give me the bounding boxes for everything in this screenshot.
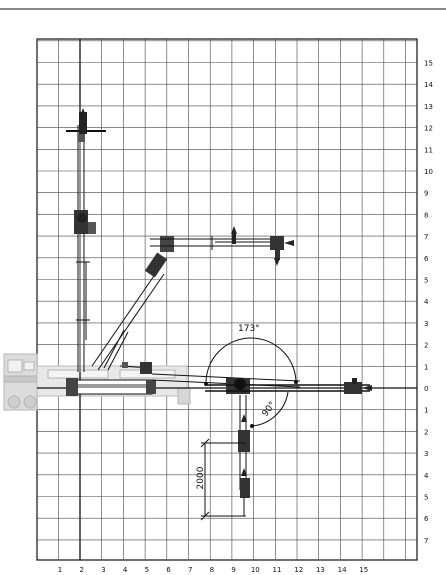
y-tick-label: 5: [424, 277, 428, 285]
y-tick-label: 3: [424, 450, 428, 458]
y-tick-label: 4: [424, 472, 429, 480]
x-tick-label: 6: [166, 566, 171, 574]
y-tick-label: 15: [424, 60, 433, 68]
y-tick-label: 1: [424, 407, 428, 415]
y-tick-label: 13: [424, 103, 433, 111]
dimension-label-2000: 2000: [196, 466, 206, 489]
x-tick-label: 15: [359, 566, 368, 574]
y-tick-label: 5: [424, 494, 428, 502]
boom-vertical: [66, 108, 106, 372]
x-tick-label: 2: [79, 566, 83, 574]
x-tick-label: 10: [251, 566, 260, 574]
angle-label-173: 173°: [238, 324, 260, 334]
y-tick-label: 12: [424, 125, 433, 133]
y-tick-label: 2: [424, 428, 428, 436]
y-tick-label: 7: [424, 233, 428, 241]
y-tick-label: 3: [424, 320, 428, 328]
grid-frame: [36, 38, 418, 561]
x-tick-label: 4: [123, 566, 128, 574]
x-tick-label: 5: [145, 566, 149, 574]
x-tick-label: 14: [338, 566, 347, 574]
x-tick-label: 9: [231, 566, 235, 574]
crane-drawing: [66, 108, 372, 521]
y-tick-label: 10: [424, 168, 433, 176]
boom-inclined: [91, 226, 294, 371]
y-tick-label: 0: [424, 385, 428, 393]
y-tick-label: 7: [424, 537, 428, 545]
dimension-offset: [200, 438, 246, 521]
boom-horizontal: [119, 362, 372, 394]
x-tick-label: 12: [294, 566, 303, 574]
x-tick-label: 8: [210, 566, 214, 574]
x-tick-label: 3: [101, 566, 105, 574]
angle-arc-90: [251, 391, 289, 427]
y-tick-label: 2: [424, 342, 428, 350]
y-tick-label: 9: [424, 190, 428, 198]
y-tick-label: 4: [424, 298, 429, 306]
y-tick-label: 6: [424, 515, 429, 523]
y-tick-label: 8: [424, 211, 428, 219]
boom-hanging: [238, 395, 250, 516]
y-tick-label: 6: [424, 255, 429, 263]
x-tick-label: 13: [316, 566, 325, 574]
y-tick-label: 1: [424, 363, 428, 371]
y-tick-label: 14: [424, 81, 433, 89]
grid-lines: [37, 39, 417, 560]
y-tick-label: 11: [424, 146, 433, 154]
angle-arc-173: [205, 337, 297, 385]
x-tick-label: 11: [273, 566, 282, 574]
x-tick-label: 1: [58, 566, 62, 574]
x-tick-label: 7: [188, 566, 192, 574]
